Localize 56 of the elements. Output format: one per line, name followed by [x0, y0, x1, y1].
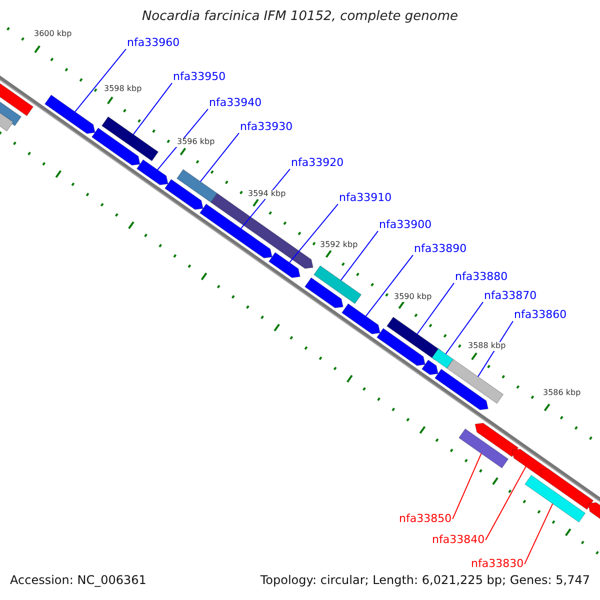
genome-stats-text: Topology: circular; Length: 6,021,225 bp; Genes: 5,747: [260, 574, 590, 588]
leader-line: [340, 230, 378, 281]
scale-label: 3588 kbp: [467, 342, 507, 351]
gene-label: nfa33910: [339, 192, 392, 204]
leader-line: [485, 466, 526, 541]
gene-pentagon: [164, 178, 204, 210]
gene-pentagon: [268, 252, 300, 278]
gene-bar: [101, 116, 159, 162]
gene-pentagon: [199, 204, 272, 258]
gene-label: nfa33960: [127, 37, 180, 50]
gene-pentagon: [44, 94, 96, 134]
leader-line: [240, 168, 290, 229]
scale-label: 3586 kbp: [542, 389, 582, 398]
gene-bar: [524, 474, 586, 523]
gene-pentagon: [341, 303, 380, 334]
scale-label: 3594 kbp: [247, 190, 287, 199]
gene-pentagon: [474, 422, 519, 458]
scale-label: 3590 kbp: [393, 293, 433, 302]
scale-label: 3592 kbp: [319, 241, 359, 250]
gene-label: nfa33920: [291, 157, 344, 170]
gene-pentagon: [512, 448, 549, 478]
gene-label: nfa33900: [379, 219, 432, 232]
gene-label: nfa33930: [240, 121, 293, 134]
gene-label: nfa33850: [399, 513, 452, 526]
gene-bar: [313, 265, 362, 304]
gene-bar: [458, 428, 509, 468]
scale-label: 3598 kbp: [103, 85, 143, 94]
gene-pentagon: [434, 368, 488, 410]
gene-bar: [446, 358, 504, 404]
leader-line: [74, 48, 126, 112]
gene-pentagon: [304, 277, 344, 308]
leader-line: [132, 82, 172, 135]
leader-line: [365, 254, 414, 317]
gene-bar: [176, 169, 218, 203]
map-title: Nocardia farcinica IFM 10152, complete genome: [140, 10, 460, 24]
leader-line: [452, 453, 482, 520]
leader-line: [200, 132, 240, 182]
leader-line: [289, 204, 338, 264]
gene-label: nfa33880: [455, 271, 508, 284]
gene-pentagon: [540, 468, 594, 510]
gene-label: nfa33950: [173, 71, 226, 84]
gene-label: nfa33890: [414, 243, 467, 256]
accession-text: Accession: NC_006361: [10, 574, 146, 588]
leader-line: [157, 108, 208, 170]
leader-line: [524, 503, 554, 565]
gene-label: nfa33940: [209, 97, 262, 110]
gene-label: nfa33830: [471, 558, 524, 570]
leader-line: [445, 302, 484, 355]
scale-label: 3600 kbp: [33, 30, 73, 39]
scale-label: 3596 kbp: [176, 138, 216, 147]
gene-pentagon: [376, 328, 426, 366]
gene-pentagon: [136, 159, 168, 186]
gene-label: nfa33840: [432, 534, 485, 546]
gene-label: nfa33870: [484, 290, 537, 302]
gene-label: nfa33860: [514, 309, 567, 322]
gene-pentagon: [91, 128, 140, 166]
